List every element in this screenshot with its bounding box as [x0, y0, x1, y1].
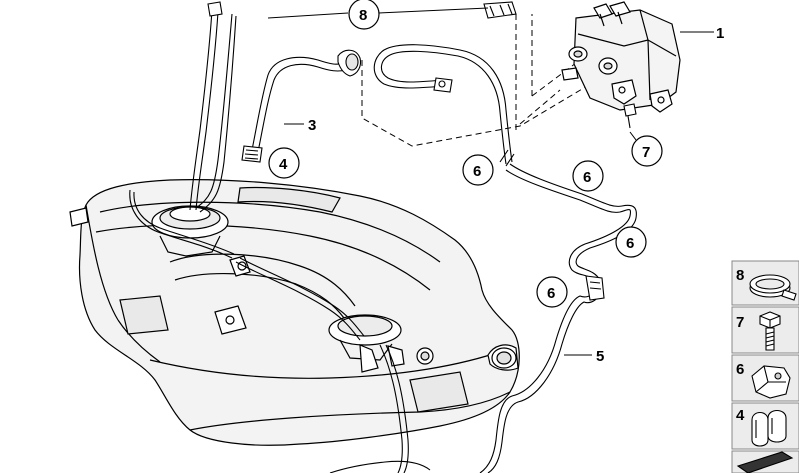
- leader-dashed-lines: [361, 14, 605, 147]
- callout-6-right-mid-label: 6: [626, 235, 634, 252]
- hex-bolt-icon: [759, 311, 781, 351]
- callout-3-label: 3: [308, 117, 316, 134]
- tank-vent-lines: [129, 9, 431, 473]
- double-clip-icon: [751, 409, 787, 447]
- vent-valve: [229, 255, 251, 277]
- callout-1: 1: [716, 25, 724, 42]
- line-connector-top: [433, 77, 453, 93]
- legend-item-6: 6: [731, 354, 799, 402]
- hose-end-fitting-3: [241, 49, 362, 163]
- legend-item-7-label: 7: [736, 314, 744, 331]
- pipe-clip-icon: [751, 365, 791, 399]
- callout-5: 5: [596, 348, 604, 365]
- callout-7: 7: [631, 135, 663, 167]
- callout-4: 4: [268, 147, 300, 179]
- legend-item-7: 7: [731, 306, 799, 354]
- callout-8-label: 8: [359, 7, 367, 24]
- carbon-canister: [561, 1, 681, 113]
- callout-5-label: 5: [596, 348, 604, 365]
- callout-6-right-upper-label: 6: [583, 169, 591, 186]
- legend-item-8-label: 8: [736, 267, 744, 284]
- callout-3: 3: [308, 117, 316, 134]
- vent-line-6-upper: [373, 44, 513, 165]
- fuel-pump-flange-left: [151, 205, 229, 257]
- parts-legend: 8 7 6: [731, 260, 799, 473]
- callout-6-right-mid: 6: [615, 226, 647, 258]
- callout-6-right-upper: 6: [572, 160, 604, 192]
- gasket-icon: [736, 451, 794, 473]
- legend-item-8: 8: [731, 260, 799, 306]
- vent-line-5: [479, 163, 637, 473]
- vent-hose-3: [251, 56, 347, 153]
- callout-6-lower-label: 6: [547, 285, 555, 302]
- legend-item-6-label: 6: [736, 361, 744, 378]
- fuel-tank: [69, 179, 520, 446]
- legend-item-4: 4: [731, 402, 799, 450]
- callout-4-label: 4: [279, 156, 288, 173]
- legend-item-gasket: [731, 450, 799, 473]
- callout-leaders: [267, 7, 714, 356]
- quick-connector-lower: [585, 275, 605, 301]
- callout-6-lower: 6: [536, 276, 568, 308]
- callout-7-label: 7: [642, 144, 650, 161]
- hex-bolt-7: [623, 103, 637, 129]
- legend-item-4-label: 4: [736, 407, 745, 424]
- callout-6-left: 6: [462, 154, 494, 186]
- callout-1-label: 1: [716, 25, 724, 42]
- callout-8: 8: [348, 0, 380, 30]
- callout-6-left-label: 6: [473, 163, 481, 180]
- hose-clamp-8: [207, 1, 517, 19]
- hose-clamp-icon: [749, 274, 797, 301]
- line-break-marks: [499, 149, 515, 167]
